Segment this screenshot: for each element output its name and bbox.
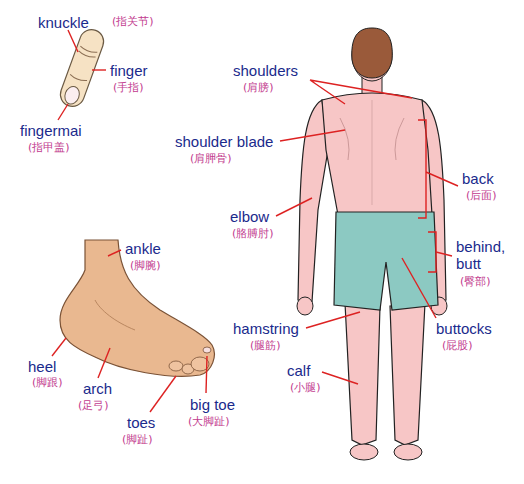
- part-name: calf: [287, 362, 310, 379]
- part-name: finger: [110, 62, 148, 79]
- part-name-chinese: (臀部): [460, 276, 491, 289]
- part-name-chinese: (脚趾): [122, 434, 153, 447]
- part-name-chinese: (脚腕): [130, 260, 161, 273]
- part-name: buttocks: [436, 320, 492, 337]
- leader-line: [92, 69, 106, 70]
- leader-line: [322, 372, 358, 384]
- leader-line: [108, 250, 121, 256]
- part-name: shoulders: [233, 62, 298, 79]
- leader-line: [52, 338, 66, 356]
- foot-drawing: [60, 240, 214, 376]
- bracket: [418, 120, 458, 218]
- part-name: elbow: [230, 208, 269, 225]
- leader-line: [68, 30, 78, 52]
- leader-line: [150, 376, 176, 412]
- leader-line: [58, 104, 68, 120]
- bracket: [428, 232, 452, 272]
- finger-drawing: [57, 26, 107, 109]
- part-name: toes: [127, 414, 155, 431]
- part-name: shoulder blade: [175, 133, 273, 150]
- part-name-chinese: (指甲盖): [28, 142, 70, 155]
- part-name-chinese: (大脚趾): [188, 416, 230, 429]
- part-name: heel: [28, 358, 56, 375]
- leader-line: [280, 130, 345, 141]
- part-name: behind, butt: [456, 238, 518, 273]
- part-name-chinese: (足弓): [78, 400, 109, 413]
- part-name-chinese: (指关节): [112, 16, 154, 29]
- part-name: back: [462, 170, 494, 187]
- leader-line: [206, 356, 207, 393]
- part-name-chinese: (后面): [466, 190, 497, 203]
- leader-line: [306, 312, 360, 328]
- part-name-chinese: (小腿): [290, 382, 321, 395]
- part-name-chinese: (手指): [113, 82, 144, 95]
- part-name: knuckle: [38, 14, 89, 31]
- leader-line: [276, 198, 312, 216]
- part-name: ankle: [125, 240, 161, 257]
- man-back-drawing: [297, 28, 447, 460]
- leader-lines: [52, 30, 458, 412]
- part-name: big toe: [190, 396, 235, 413]
- part-name-chinese: (胳膊肘): [232, 228, 274, 241]
- leader-line: [310, 80, 412, 104]
- part-name-chinese: (腿筋): [250, 340, 281, 353]
- leader-line: [98, 348, 110, 378]
- part-name-chinese: (屁股): [442, 340, 473, 353]
- part-name-chinese: (肩胛骨): [190, 153, 232, 166]
- part-name-chinese: (脚跟): [32, 377, 63, 390]
- part-name: hamstring: [233, 320, 299, 337]
- leader-line: [402, 258, 436, 318]
- part-name: arch: [83, 380, 112, 397]
- part-name: fingermai: [20, 122, 82, 139]
- part-name-chinese: (肩膀): [243, 82, 274, 95]
